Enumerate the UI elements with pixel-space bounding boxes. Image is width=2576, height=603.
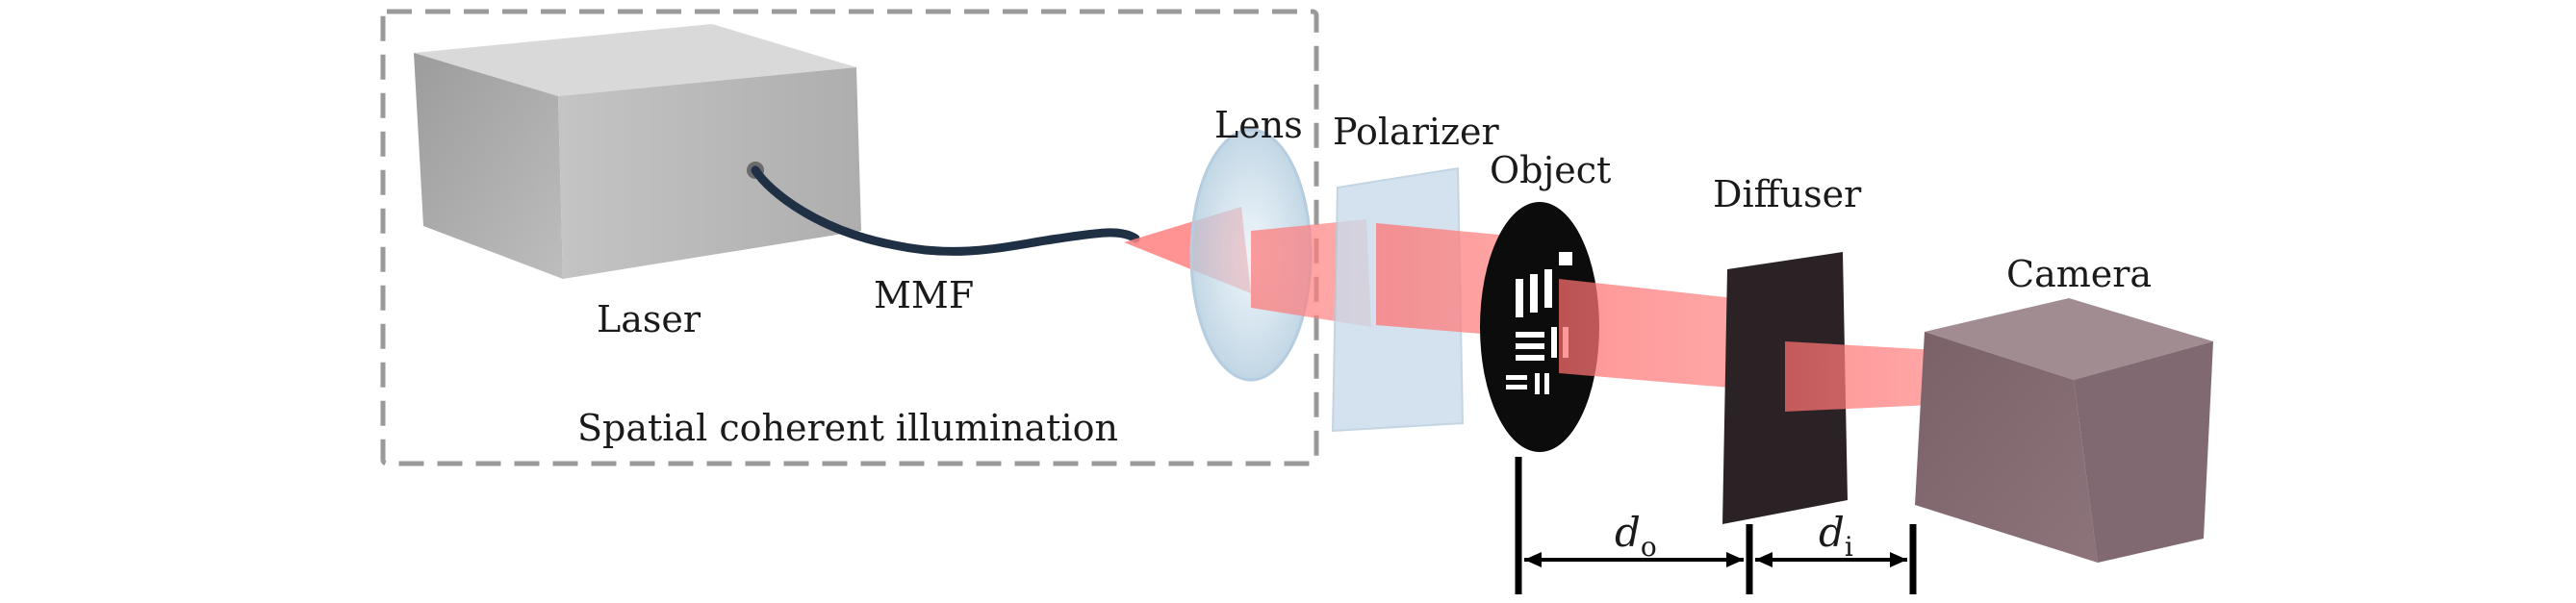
mmf-fiber	[751, 165, 1140, 256]
object-target	[1480, 202, 1599, 452]
camera-box	[1915, 298, 2213, 563]
label-laser: Laser	[597, 298, 701, 340]
label-object: Object	[1490, 149, 1611, 191]
laser-box	[414, 24, 861, 279]
label-polarizer: Polarizer	[1333, 111, 1500, 153]
beam-segment-4	[1785, 341, 1953, 412]
label-illumination: Spatial coherent illumination	[577, 407, 1118, 449]
label-do: do	[1615, 509, 1657, 563]
illumination-frame	[380, 9, 1319, 466]
label-di: di	[1819, 509, 1853, 563]
distance-markers	[1515, 457, 1917, 594]
label-camera: Camera	[2006, 253, 2152, 295]
label-diffuser: Diffuser	[1713, 173, 1862, 215]
label-lens: Lens	[1214, 104, 1303, 146]
beam-segment-3	[1559, 279, 1751, 389]
label-mmf: MMF	[874, 274, 974, 316]
